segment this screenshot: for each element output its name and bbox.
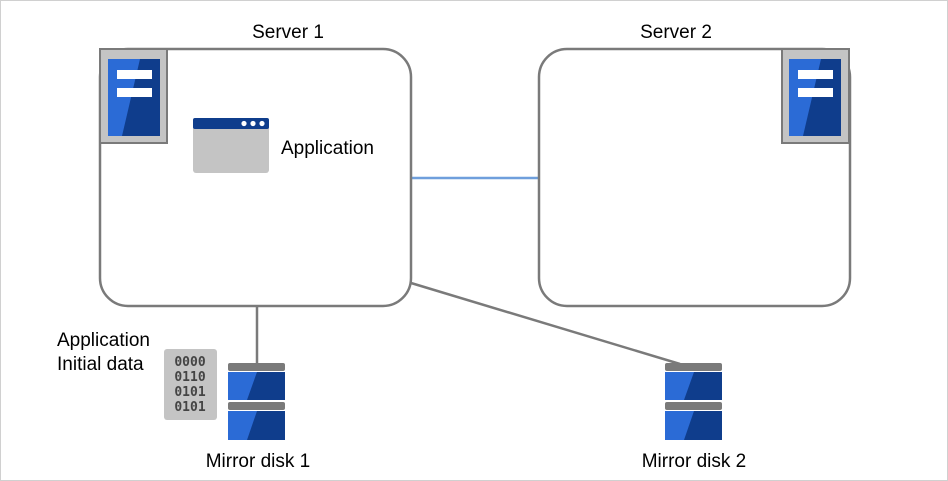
server2-box[interactable] [537,47,852,308]
application-label: Application [281,138,374,159]
data-bits-row-3: 0101 [174,385,205,400]
initial-data-label-line1: Application [57,330,150,351]
server2-server-icon [781,48,850,144]
server1-label: Server 1 [252,22,324,43]
application-window-icon [193,118,269,173]
mirror-disk1-icon[interactable] [228,363,285,440]
server1-server-icon [99,48,168,144]
data-bits-row-1: 0000 [174,355,205,370]
data-bits-row-2: 0110 [174,370,205,385]
mirror-disk1-label: Mirror disk 1 [206,451,311,472]
server1-disk2-line [410,281,681,366]
initial-data-label-line2: Initial data [57,354,144,375]
mirror-disk2-label: Mirror disk 2 [642,451,747,472]
mirror-disk2-icon[interactable] [665,363,722,440]
data-file-icon: 0000 0110 0101 0101 [164,349,217,420]
server2-label: Server 2 [640,22,712,43]
server1-box[interactable] [98,47,413,308]
data-bits-row-4: 0101 [174,400,205,415]
